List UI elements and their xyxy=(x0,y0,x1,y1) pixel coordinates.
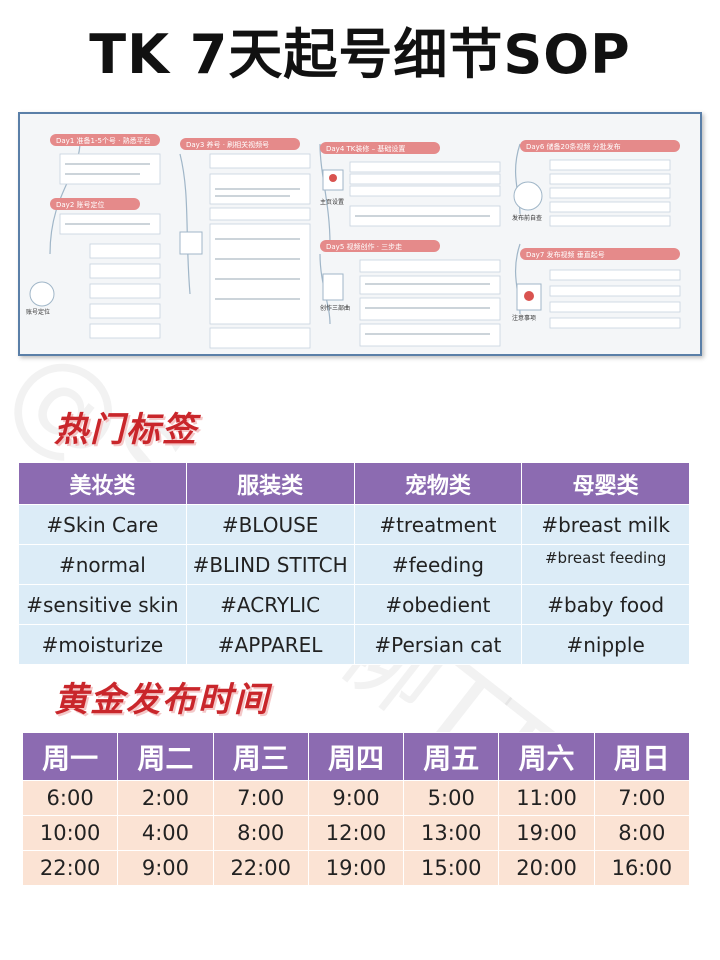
time-cell: 2:00 xyxy=(117,780,214,816)
tag-cell: #feeding xyxy=(353,544,523,585)
table-row: 6:00 2:00 7:00 9:00 5:00 11:00 7:00 xyxy=(21,780,691,816)
time-header-fri: 周五 xyxy=(403,732,500,781)
table-row: #normal #BLIND STITCH #feeding #breast f… xyxy=(18,544,690,585)
time-cell: 9:00 xyxy=(117,850,214,886)
node-positioning: 账号定位 xyxy=(26,308,50,316)
time-cell: 19:00 xyxy=(498,815,595,851)
hot-tags-table: 美妆类 服装类 宠物类 母婴类 #Skin Care #BLOUSE #trea… xyxy=(18,462,690,665)
time-cell: 12:00 xyxy=(307,815,405,851)
node-profile-setup: 主页设置 xyxy=(320,198,344,206)
day6-label: Day6 储备20条视频 分批发布 xyxy=(526,142,621,151)
time-cell: 16:00 xyxy=(593,850,691,886)
time-header-wed: 周三 xyxy=(212,732,309,781)
tag-cell: #nipple xyxy=(521,624,690,665)
tag-cell: #sensitive skin xyxy=(18,584,187,625)
hot-tags-heading: 热门标签 xyxy=(54,410,198,450)
day5-label: Day5 视频创作 · 三步走 xyxy=(326,242,402,251)
time-header-sat: 周六 xyxy=(498,732,595,781)
time-header-row: 周一 周二 周三 周四 周五 周六 周日 xyxy=(21,732,691,781)
day3-label: Day3 养号 · 刷相关视频号 xyxy=(186,140,269,149)
table-row: 10:00 4:00 8:00 12:00 13:00 19:00 8:00 xyxy=(21,815,691,851)
table-row: #sensitive skin #ACRYLIC #obedient #baby… xyxy=(18,584,690,625)
node-creation: 创作三部曲 xyxy=(320,304,350,312)
tag-cell: #breast milk xyxy=(521,504,690,545)
time-cell: 10:00 xyxy=(21,815,119,851)
tag-cell: #obedient xyxy=(353,584,523,625)
page-title: TK 7天起号细节SOP xyxy=(89,23,631,86)
tags-header-row: 美妆类 服装类 宠物类 母婴类 xyxy=(18,462,690,505)
day7-label: Day7 发布视频 垂直起号 xyxy=(526,250,605,259)
tag-cell: #breast feeding xyxy=(521,544,690,585)
time-cell: 8:00 xyxy=(212,815,309,851)
tag-cell: #APPAREL xyxy=(185,624,355,665)
time-cell: 13:00 xyxy=(403,815,500,851)
mindmap-graphic: Day1 准备1-5个号 · 熟悉平台 Day2 账号定位 Day3 养号 · … xyxy=(26,134,681,349)
table-row: 22:00 9:00 22:00 19:00 15:00 20:00 16:00 xyxy=(21,850,691,886)
table-row: #Skin Care #BLOUSE #treatment #breast mi… xyxy=(18,504,690,545)
time-header-mon: 周一 xyxy=(21,732,119,781)
day4-label: Day4 TK装修 – 基础设置 xyxy=(326,144,405,153)
sop-mindmap-image: Day1 准备1-5个号 · 熟悉平台 Day2 账号定位 Day3 养号 · … xyxy=(18,112,702,356)
day2-label: Day2 账号定位 xyxy=(56,200,105,209)
time-cell: 4:00 xyxy=(117,815,214,851)
time-cell: 7:00 xyxy=(212,780,309,816)
time-cell: 20:00 xyxy=(498,850,595,886)
tag-cell: #normal xyxy=(18,544,187,585)
tag-cell: #baby food xyxy=(521,584,690,625)
time-cell: 19:00 xyxy=(307,850,405,886)
tag-cell: #treatment xyxy=(353,504,523,545)
golden-time-heading: 黄金发布时间 xyxy=(54,680,270,720)
day1-label: Day1 准备1-5个号 · 熟悉平台 xyxy=(56,136,151,145)
time-cell: 5:00 xyxy=(403,780,500,816)
tag-cell: #ACRYLIC xyxy=(185,584,355,625)
time-header-sun: 周日 xyxy=(593,732,691,781)
node-precheck: 发布前自查 xyxy=(512,214,542,222)
golden-time-table: 周一 周二 周三 周四 周五 周六 周日 6:00 2:00 7:00 9:00… xyxy=(21,732,691,886)
time-cell: 11:00 xyxy=(498,780,595,816)
tags-header-baby: 母婴类 xyxy=(521,462,690,505)
tags-header-beauty: 美妆类 xyxy=(18,462,187,505)
tag-cell: #BLIND STITCH xyxy=(185,544,355,585)
tag-cell: #moisturize xyxy=(18,624,187,665)
tags-header-apparel: 服装类 xyxy=(185,462,355,505)
time-cell: 7:00 xyxy=(593,780,691,816)
time-header-thu: 周四 xyxy=(307,732,405,781)
time-cell: 22:00 xyxy=(212,850,309,886)
time-cell: 9:00 xyxy=(307,780,405,816)
time-cell: 22:00 xyxy=(21,850,119,886)
table-row: #moisturize #APPAREL #Persian cat #nippl… xyxy=(18,624,690,665)
tag-cell: #Skin Care xyxy=(18,504,187,545)
time-cell: 6:00 xyxy=(21,780,119,816)
tag-cell: #Persian cat xyxy=(353,624,523,665)
time-cell: 15:00 xyxy=(403,850,500,886)
node-notes: 注意事项 xyxy=(512,314,536,322)
time-cell: 8:00 xyxy=(593,815,691,851)
tags-header-pet: 宠物类 xyxy=(353,462,523,505)
tag-cell: #BLOUSE xyxy=(185,504,355,545)
time-header-tue: 周二 xyxy=(117,732,214,781)
